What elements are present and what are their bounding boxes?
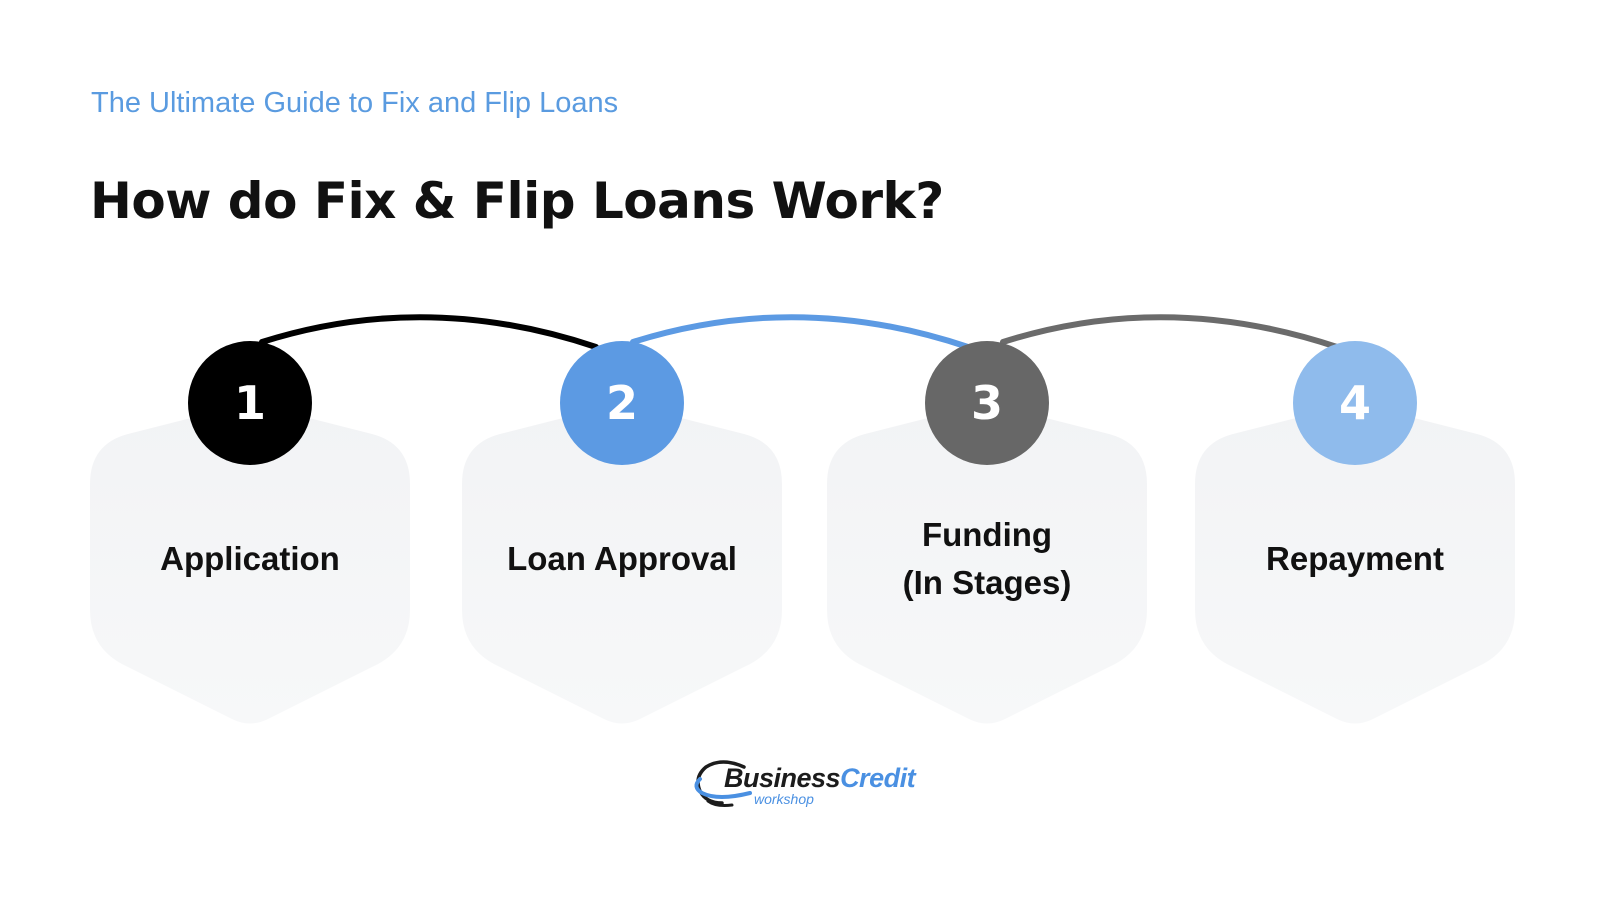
step-1-number: 1 <box>233 376 266 430</box>
connector-arc-3-4 <box>1000 314 1340 350</box>
step-3-number: 3 <box>970 376 1003 430</box>
step-4-circle <box>1293 341 1417 465</box>
step-2-hexagon <box>462 403 782 724</box>
business-credit-workshop-logo: BusinessCredit workshop <box>692 757 922 819</box>
step-3-hexagon <box>827 403 1147 724</box>
logo-tagline: workshop <box>754 791 814 807</box>
step-1-circle <box>188 341 312 465</box>
page-title: How do Fix & Flip Loans Work? <box>90 172 944 230</box>
connector-arc-1-2 <box>259 314 599 350</box>
step-3-label: Funding (In Stages) <box>827 511 1147 607</box>
step-4-number: 4 <box>1338 376 1371 430</box>
connector-arc-2-3 <box>630 314 971 350</box>
step-2-circle <box>560 341 684 465</box>
step-3-label-line-2: (In Stages) <box>902 564 1072 601</box>
step-4-label: Repayment <box>1266 540 1444 577</box>
step-1-hexagon <box>90 403 410 724</box>
orbit-swoosh-icon <box>694 760 752 807</box>
step-2-number: 2 <box>605 376 638 430</box>
logo-word-credit: Credit <box>840 763 916 793</box>
logo-wordmark: BusinessCredit <box>724 763 916 793</box>
logo-word-business: Business <box>724 763 841 793</box>
step-4-hexagon <box>1195 403 1515 724</box>
step-2-label: Loan Approval <box>507 540 737 577</box>
step-3-circle <box>925 341 1049 465</box>
page-subtitle: The Ultimate Guide to Fix and Flip Loans <box>91 87 619 119</box>
step-1-label: Application <box>160 540 340 577</box>
step-3-label-line-1: Funding <box>921 516 1053 553</box>
